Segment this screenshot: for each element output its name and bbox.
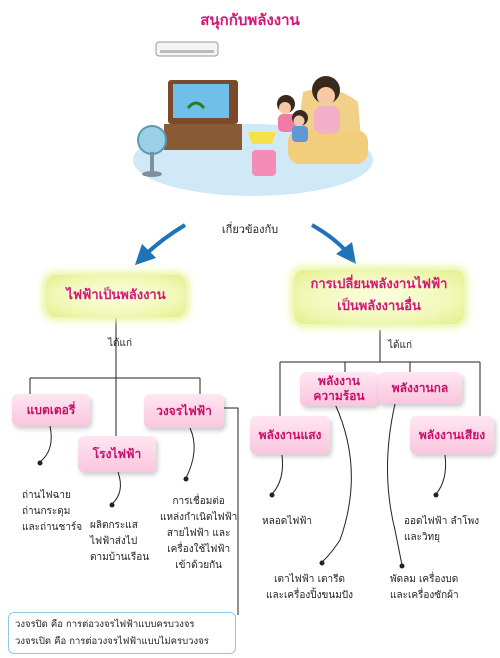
box-light-energy: พลังงานแสง (250, 416, 330, 454)
mechanical-detail-line: พัดลม เครื่องบด (390, 574, 459, 585)
circuit-detail-line: เข้าด้วยกัน (175, 560, 222, 571)
battery-detail-line: ถ่านไฟฉาย (22, 490, 71, 501)
box-mechanical-energy-label: พลังงานกล (391, 381, 449, 395)
left-sub-label: ได้แก่ (108, 338, 133, 349)
power-plant-detail: ผลิตกระแส ไฟฟ้าส่งไป ตามบ้านเรือน (90, 518, 149, 566)
circuit-detail-line: สายไฟฟ้า และ (166, 528, 231, 539)
right-sub-label: ได้แก่ (388, 340, 413, 351)
mechanical-detail-line: และเครื่องซักผ้า (390, 590, 459, 601)
box-mechanical-energy: พลังงานกล (378, 372, 462, 404)
heat-detail: เตาไฟฟ้า เตารีด และเครื่องปิ้งขนมปัง (266, 572, 353, 604)
topic-energy-conversion-line1: การเปลี่ยนพลังงานไฟฟ้า (310, 277, 448, 292)
heat-detail-line: และเครื่องปิ้งขนมปัง (266, 590, 354, 601)
box-power-plant-label: โรงไฟฟ้า (92, 447, 142, 461)
battery-detail-line: และถ่านชาร์จ (22, 522, 83, 533)
page-title: สนุกกับพลังงาน (200, 11, 300, 29)
box-electric-circuit: วงจรไฟฟ้า (144, 394, 224, 428)
circuit-detail-line: การเชื่อมต่อ (172, 496, 225, 507)
topic-electricity-is-energy-label: ไฟฟ้าเป็นพลังงาน (66, 288, 166, 303)
box-heat-energy-label: พลังงาน (318, 374, 360, 388)
closed-circuit-note: วงจรปิด คือ การต่อวงจรไฟฟ้าแบบครบวงจร (15, 619, 195, 630)
light-detail-line: หลอดไฟฟ้า (262, 516, 313, 527)
topic-energy-conversion: การเปลี่ยนพลังงานไฟฟ้า เป็นพลังงานอื่น (294, 270, 464, 324)
sound-detail-line: ออดไฟฟ้า ลำโพง (404, 516, 480, 527)
circuit-detail-line: แหล่งกำเนิดไฟฟ้า (160, 512, 238, 523)
heat-detail-line: เตาไฟฟ้า เตารีด (274, 574, 345, 585)
box-heat-energy: พลังงาน ความร้อน (300, 372, 378, 406)
box-battery-label: แบตเตอรี่ (26, 403, 76, 417)
sound-detail-line: และวิทยุ (404, 532, 441, 543)
arrow-right (311, 223, 357, 264)
arrow-left (134, 223, 187, 266)
light-detail: หลอดไฟฟ้า (262, 514, 312, 530)
sound-detail: ออดไฟฟ้า ลำโพง และวิทยุ (404, 514, 479, 546)
open-circuit-note: วงจรเปิด คือ การต่อวงจรไฟฟ้าแบบไม่ครบวงจ… (15, 636, 209, 647)
box-electric-circuit-label: วงจรไฟฟ้า (156, 404, 212, 418)
box-sound-energy: พลังงานเสียง (410, 416, 494, 454)
topic-electricity-is-energy: ไฟฟ้าเป็นพลังงาน (46, 275, 186, 317)
connector-label: เกี่ยวข้องกับ (221, 223, 279, 236)
box-battery: แบตเตอรี่ (12, 394, 90, 426)
battery-detail-line: ถ่านกระดุม (22, 506, 71, 517)
mechanical-detail: พัดลม เครื่องบด และเครื่องซักผ้า (390, 572, 459, 604)
power-plant-detail-line: ไฟฟ้าส่งไป (90, 536, 138, 547)
box-sound-energy-label: พลังงานเสียง (418, 428, 486, 442)
battery-detail: ถ่านไฟฉาย ถ่านกระดุม และถ่านชาร์จ (22, 488, 82, 536)
power-plant-detail-line: ตามบ้านเรือน (90, 552, 150, 563)
circuit-note: วงจรปิด คือ การต่อวงจรไฟฟ้าแบบครบวงจร วง… (8, 612, 236, 654)
box-power-plant: โรงไฟฟ้า (78, 436, 156, 472)
living-room-illustration (133, 41, 373, 196)
power-plant-detail-line: ผลิตกระแส (90, 520, 138, 531)
circuit-detail: การเชื่อมต่อ แหล่งกำเนิดไฟฟ้า สายไฟฟ้า แ… (160, 494, 237, 574)
topic-energy-conversion-line2: เป็นพลังงานอื่น (337, 299, 421, 314)
box-light-energy-label: พลังงานแสง (258, 428, 322, 442)
circuit-detail-line: เครื่องใช้ไฟฟ้า (167, 544, 231, 555)
box-heat-energy-label: ความร้อน (313, 389, 365, 403)
